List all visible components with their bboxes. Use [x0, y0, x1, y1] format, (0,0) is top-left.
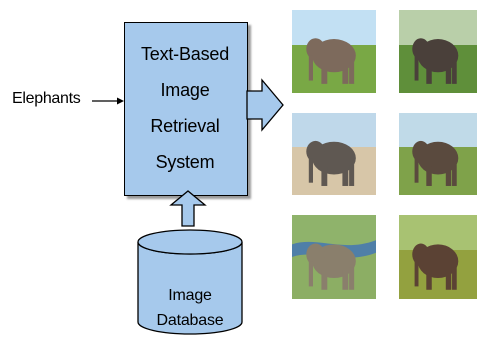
image-database-cylinder [137, 229, 243, 335]
system-label-line-3: Retrieval [150, 116, 220, 136]
result-image-6 [399, 215, 477, 299]
result-image-4 [399, 113, 477, 195]
database-up-arrow [169, 190, 207, 227]
result-image-2 [399, 10, 477, 93]
system-label-line-1: Text-Based [140, 44, 230, 64]
database-label-line-1: Image [168, 287, 212, 304]
result-image-5 [292, 215, 376, 299]
output-block-arrow [246, 78, 284, 132]
system-label-line-4: System [155, 152, 215, 172]
database-label-line-2: Database [156, 312, 224, 329]
system-label-line-2: Image [160, 80, 210, 100]
query-label: Elephants [12, 90, 81, 107]
result-image-3 [292, 113, 376, 195]
query-arrow-head [117, 97, 124, 105]
result-image-1 [292, 10, 376, 93]
